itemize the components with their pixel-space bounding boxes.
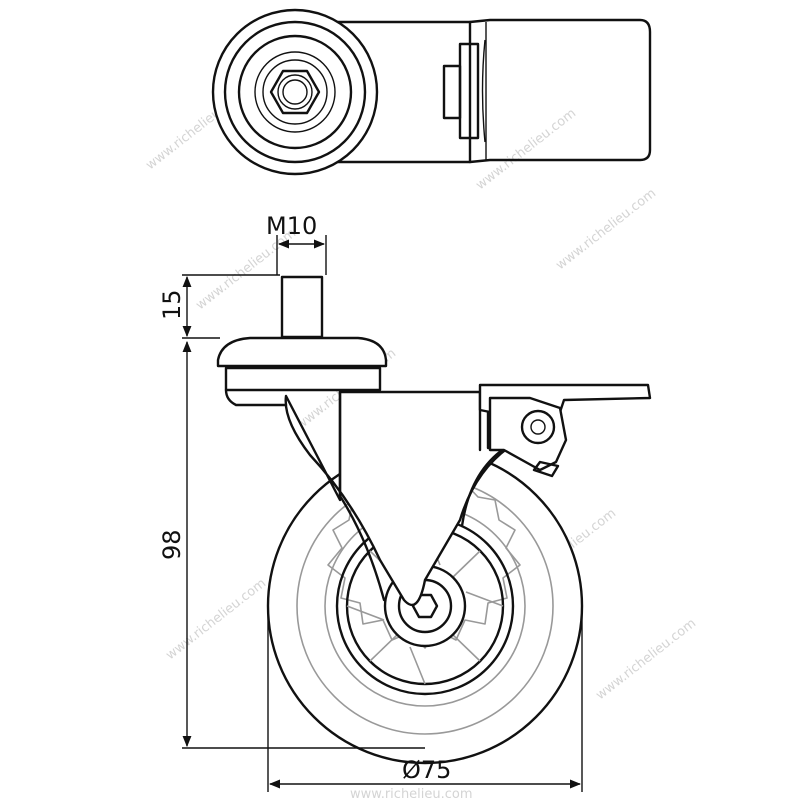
swivel-kingpin — [224, 388, 288, 407]
top-view-ring-2 — [223, 20, 367, 164]
thread-size-label: M10 — [266, 212, 317, 240]
dimension-labels: M10 15 98 Ø75 — [158, 212, 451, 784]
wheel-diameter-label: Ø75 — [402, 756, 451, 784]
top-view-ring-5 — [262, 59, 328, 125]
swivel-lower-plate — [224, 366, 382, 392]
top-view-wheel-block — [468, 18, 652, 164]
top-view — [211, 8, 652, 176]
brake-shoe — [532, 460, 560, 478]
watermark-text: www.richelieu.com — [593, 616, 699, 703]
top-view-ring-4 — [254, 51, 336, 133]
brake-pivot-pin — [530, 419, 546, 435]
top-view-stem-circle — [277, 74, 313, 110]
top-view-brake-lug — [442, 64, 462, 120]
dimension-lines — [182, 235, 583, 792]
brake-housing — [488, 396, 568, 472]
top-view-hex-nut — [269, 69, 321, 115]
side-view — [216, 275, 652, 765]
top-view-wheel-tread — [481, 39, 486, 143]
top-view-ring-3 — [237, 34, 353, 150]
brake-pivot — [520, 409, 556, 445]
fork-front-curve — [338, 494, 386, 602]
threaded-stem — [280, 275, 324, 339]
watermark-text: www.richelieu.com — [163, 576, 269, 663]
swivel-top-plate — [216, 336, 388, 368]
top-view-thread-circle — [282, 79, 308, 105]
watermark-footer: www.richelieu.com — [350, 787, 473, 800]
watermark-text: www.richelieu.com — [553, 186, 659, 273]
stem-length-label: 15 — [158, 289, 186, 320]
wheel-tread-pattern — [327, 477, 521, 649]
watermark-text: www.richelieu.com — [473, 106, 579, 193]
fork-leg — [284, 390, 514, 606]
top-view-outer-ring — [211, 8, 379, 176]
top-view-housing — [296, 20, 472, 164]
total-height-label: 98 — [158, 529, 186, 560]
